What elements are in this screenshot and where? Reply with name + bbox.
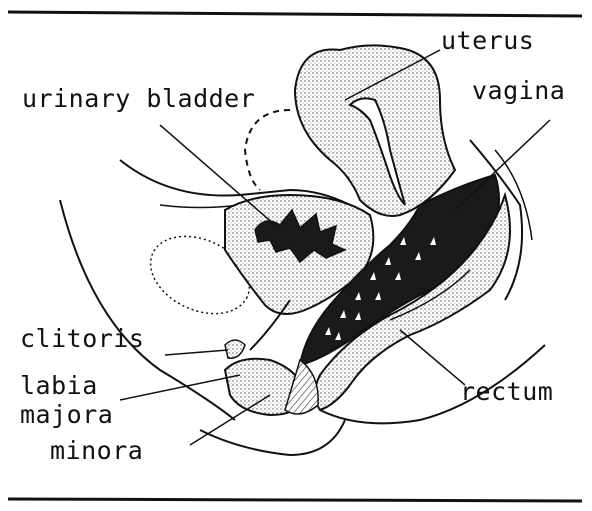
label-vagina: vagina bbox=[472, 78, 565, 103]
label-minora: minora bbox=[50, 438, 143, 463]
bottom-border bbox=[8, 499, 582, 501]
top-border bbox=[8, 12, 582, 16]
label-rectum: rectum bbox=[460, 379, 553, 404]
uterus-dashed-outline bbox=[245, 110, 290, 190]
label-urinary-bladder: urinary bladder bbox=[22, 86, 255, 111]
label-uterus: uterus bbox=[441, 28, 534, 53]
leader-vagina bbox=[455, 120, 550, 210]
label-clitoris: clitoris bbox=[20, 326, 144, 351]
leader-minora bbox=[190, 395, 270, 445]
clitoris bbox=[225, 340, 245, 358]
label-majora: majora bbox=[20, 402, 113, 427]
leader-labia-majora bbox=[120, 375, 240, 400]
leader-bladder bbox=[160, 125, 275, 225]
abdominal-wall-inner bbox=[160, 205, 240, 208]
leader-clitoris bbox=[165, 350, 228, 355]
label-labia: labia bbox=[20, 373, 98, 398]
leader-rectum bbox=[400, 330, 465, 385]
